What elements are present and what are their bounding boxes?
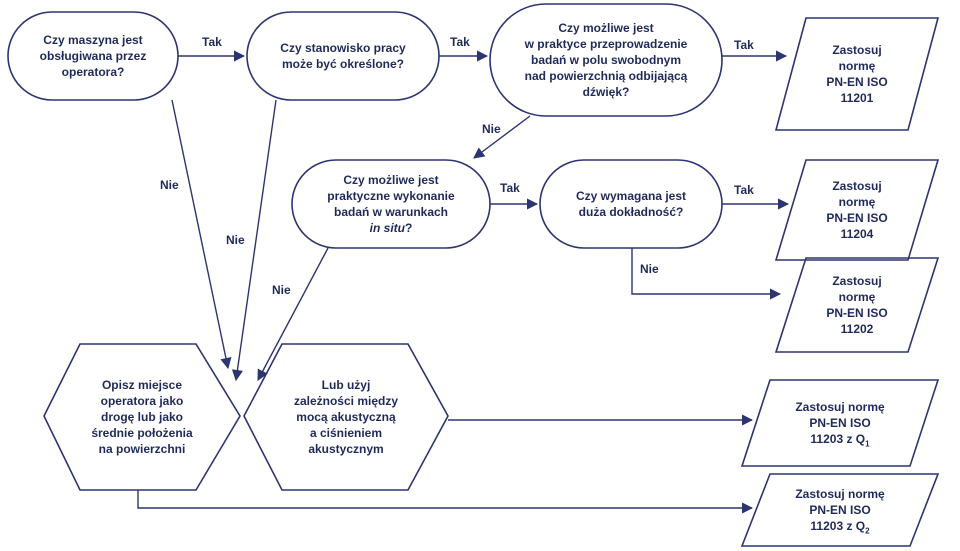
result-11202: Zastosuj normę PN-EN ISO 11202 (786, 258, 928, 352)
decision-operator-line-2: obsługiwana przez (39, 49, 147, 63)
result-11204: Zastosuj normę PN-EN ISO 11204 (786, 160, 928, 260)
hexagon-power-relation-line-3: mocą akustyczną (296, 410, 396, 424)
edge-label-nie-q3: Nie (482, 122, 501, 136)
result-11203-q1: Zastosuj normę PN-EN ISO 11203 z Q1 (756, 380, 924, 466)
hexagon-describe-position-line-5: na powierzchni (98, 442, 186, 456)
result-11201-line-2: normę (838, 59, 876, 73)
edge-q1-hex1 (171, 99, 232, 370)
edge-label-tak-q3: Tak (734, 38, 754, 52)
edge-q2-hex1 (231, 99, 277, 382)
decision-free-field-shape (489, 3, 723, 117)
result-11203-q2-norm: 11203 z Q (810, 519, 866, 533)
edge-label-nie-q5: Nie (640, 262, 659, 276)
edge-q3-q4 (473, 115, 531, 159)
decision-free-field-line-2: w praktyce przeprowadzenie (524, 37, 688, 51)
hexagon-power-relation-line-1: Lub użyj (321, 378, 371, 392)
decision-in-situ-line-2: praktyczne wykonanie (327, 189, 455, 203)
hexagon-describe-position-line-2: operatora jako (100, 394, 184, 408)
result-11203-q1-line-2: PN-EN ISO (809, 416, 871, 430)
decision-operator: Czy maszyna jest obsługiwana przez opera… (8, 12, 178, 100)
result-11203-q2-line-1: Zastosuj normę (795, 487, 885, 501)
hexagon-power-relation-line-5: akustycznym (308, 442, 384, 456)
result-11201-line-4: 11201 (840, 91, 874, 105)
hexagon-describe-position-line-3: drogę lub jako (100, 410, 183, 424)
decision-in-situ: Czy możliwe jest praktyczne wykonanie ba… (292, 160, 490, 248)
decision-in-situ-question-mark: ? (405, 221, 413, 235)
result-11203-q2-line-3: 11203 z Q2 (810, 518, 870, 536)
hexagon-power-relation-line-2: zależności między (293, 394, 399, 408)
result-11201: Zastosuj normę PN-EN ISO 11201 (786, 18, 928, 130)
result-11203-q1-line-1: Zastosuj normę (795, 400, 885, 414)
decision-free-field-line-4: nad powierzchnią odbijającą (524, 69, 688, 83)
decision-free-field-line-3: badań w polu swobodnym (531, 53, 681, 67)
result-11203-q1-subscript: 1 (865, 439, 870, 449)
hexagon-describe-position-line-1: Opisz miejsce (101, 378, 183, 392)
hexagon-describe-position-line-4: średnie położenia (91, 426, 193, 440)
result-11201-shape (774, 17, 940, 131)
result-11203-q1-norm: 11203 z Q (810, 432, 866, 446)
result-11203-q2-line-2: PN-EN ISO (809, 503, 871, 517)
edge-label-nie-q1: Nie (160, 178, 179, 192)
result-11203-q2: Zastosuj normę PN-EN ISO 11203 z Q2 (756, 474, 924, 546)
edge-label-tak-q2: Tak (450, 35, 470, 49)
result-11201-line-1: Zastosuj (832, 43, 882, 57)
result-11201-line-3: PN-EN ISO (826, 75, 888, 89)
decision-workstation-line-2: może być określone? (281, 57, 405, 71)
decision-operator-line-3: operatora? (61, 65, 125, 79)
result-11204-line-3: PN-EN ISO (826, 211, 888, 225)
result-11204-shape (774, 159, 940, 261)
edge-label-nie-q2: Nie (226, 233, 245, 247)
result-11204-line-1: Zastosuj (832, 179, 882, 193)
result-11202-line-4: 11202 (840, 322, 874, 336)
decision-free-field-line-1: Czy możliwe jest (558, 21, 654, 35)
hexagon-power-relation-shape (243, 343, 449, 491)
decision-workstation: Czy stanowisko pracy może być określone? (247, 12, 439, 100)
result-11202-shape (774, 257, 940, 353)
edge-hex1-11203-q2 (137, 490, 754, 514)
result-11204-line-2: normę (838, 195, 876, 209)
result-11202-line-3: PN-EN ISO (826, 306, 888, 320)
decision-in-situ-line-4: in situ? (370, 220, 413, 236)
result-11202-line-2: normę (838, 290, 876, 304)
decision-accuracy: Czy wymagana jest duża dokładność? (540, 160, 722, 248)
result-11203-q2-subscript: 2 (865, 526, 870, 536)
decision-in-situ-line-3: badań w warunkach (333, 205, 449, 219)
decision-operator-line-1: Czy maszyna jest (43, 33, 143, 47)
edge-q4-hex2 (257, 247, 329, 381)
edge-label-tak-q4: Tak (500, 181, 520, 195)
hexagon-power-relation-line-4: a ciśnieniem (309, 426, 383, 440)
hexagon-power-relation: Lub użyj zależności między mocą akustycz… (256, 344, 436, 490)
result-11204-line-4: 11204 (840, 227, 874, 241)
result-11202-line-1: Zastosuj (832, 274, 882, 288)
decision-accuracy-line-2: duża dokładność? (578, 205, 684, 219)
hexagon-describe-position-shape (43, 343, 241, 491)
decision-accuracy-line-1: Czy wymagana jest (575, 189, 687, 203)
edge-q5-11202 (631, 248, 782, 300)
edge-label-tak-q5: Tak (734, 183, 754, 197)
edge-label-tak-q1: Tak (202, 35, 222, 49)
decision-in-situ-line-1: Czy możliwe jest (343, 173, 439, 187)
result-11203-q2-shape (740, 473, 940, 547)
decision-free-field: Czy możliwe jest w praktyce przeprowadze… (490, 4, 722, 116)
decision-free-field-line-5: dźwięk? (582, 85, 630, 99)
result-11203-q1-shape (740, 379, 940, 467)
edge-label-nie-q4: Nie (272, 283, 291, 297)
hexagon-describe-position: Opisz miejsce operatora jako drogę lub j… (54, 344, 230, 490)
decision-workstation-line-1: Czy stanowisko pracy (280, 41, 406, 55)
decision-in-situ-italic: in situ (369, 221, 405, 235)
result-11203-q1-line-3: 11203 z Q1 (810, 431, 870, 449)
